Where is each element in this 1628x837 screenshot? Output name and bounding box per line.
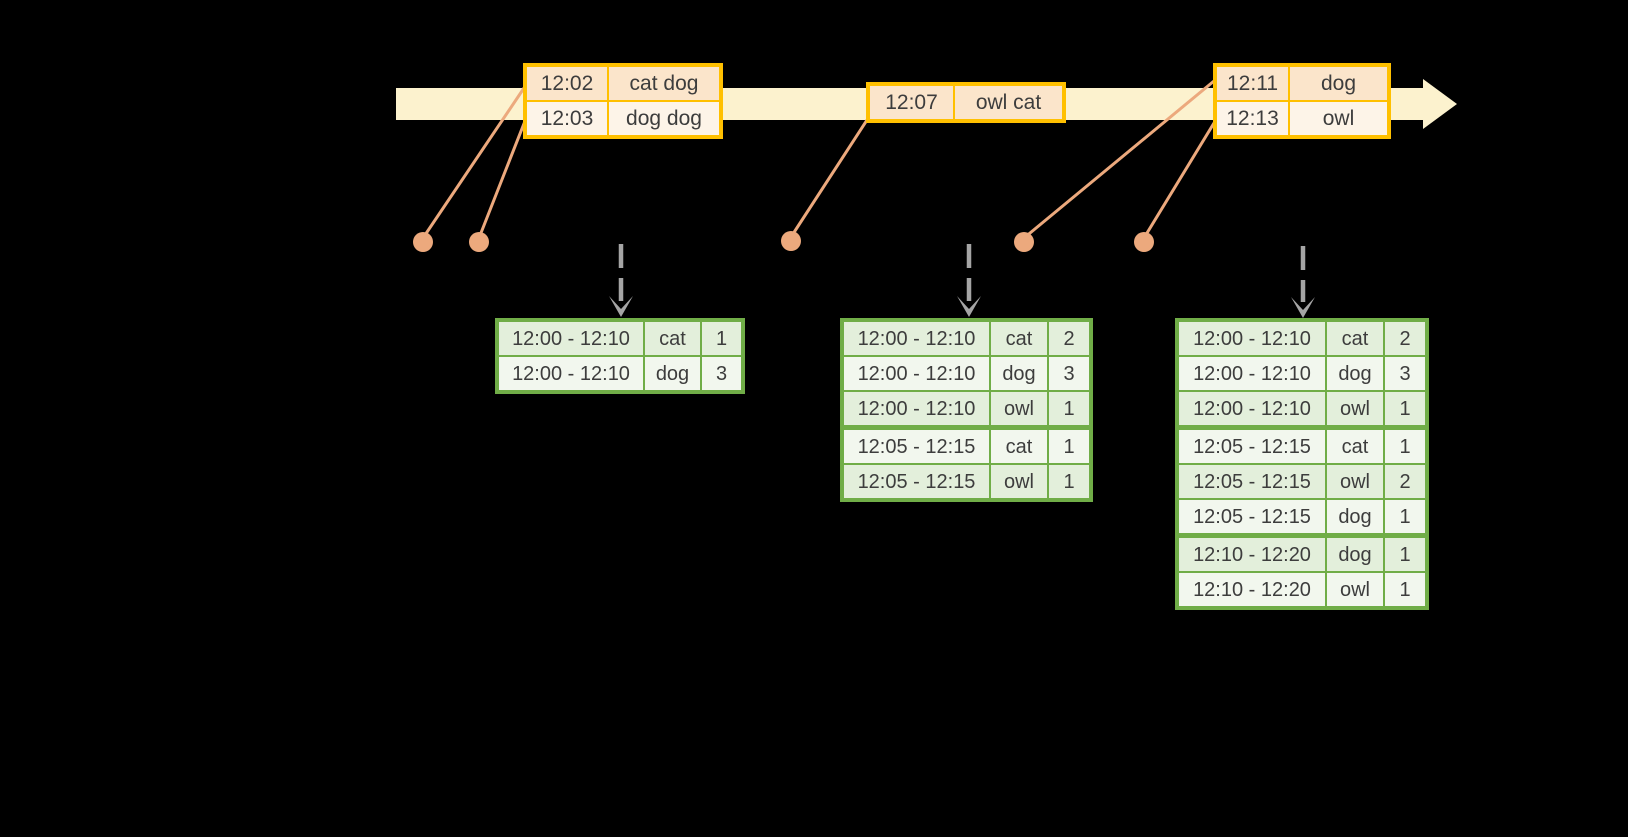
event-words-cell: dog dog xyxy=(607,102,719,135)
event-words-cell: owl xyxy=(1288,102,1387,135)
event-connector-line xyxy=(789,118,869,239)
result-count-cell: 1 xyxy=(1383,430,1425,463)
result-window-cell: 12:00 - 12:10 xyxy=(844,357,989,390)
trigger-arrowhead xyxy=(957,296,981,317)
event-time-cell: 12:02 xyxy=(527,67,607,100)
event-words-cell: cat dog xyxy=(607,67,719,100)
input-record-dot xyxy=(469,232,489,252)
result-window-cell: 12:00 - 12:10 xyxy=(499,322,643,355)
event-time-cell: 12:11 xyxy=(1217,67,1288,100)
result-window-cell: 12:05 - 12:15 xyxy=(1179,500,1325,533)
result-window-cell: 12:10 - 12:20 xyxy=(1179,573,1325,606)
event-connector-line xyxy=(477,119,527,240)
result-count-cell: 1 xyxy=(1047,430,1089,463)
timeline-arrowhead xyxy=(1423,79,1457,129)
result-count-cell: 2 xyxy=(1383,465,1425,498)
result-window-cell: 12:00 - 12:10 xyxy=(844,322,989,355)
result-count-cell: 2 xyxy=(1383,322,1425,355)
result-count-cell: 1 xyxy=(1383,538,1425,571)
event-words-cell: dog xyxy=(1288,67,1387,100)
result-count-cell: 1 xyxy=(1383,500,1425,533)
result-word-cell: dog xyxy=(643,357,700,390)
result-window-cell: 12:05 - 12:15 xyxy=(844,430,989,463)
result-count-cell: 3 xyxy=(1047,357,1089,390)
event-connector-line xyxy=(1022,79,1216,240)
result-window-cell: 12:05 - 12:15 xyxy=(844,465,989,498)
result-count-cell: 2 xyxy=(1047,322,1089,355)
event-connector-line xyxy=(1142,121,1216,240)
result-word-cell: owl xyxy=(1325,465,1383,498)
result-word-cell: cat xyxy=(989,322,1047,355)
input-record-dot xyxy=(413,232,433,252)
result-word-cell: cat xyxy=(1325,322,1383,355)
trigger-arrowhead xyxy=(609,296,633,317)
result-window-cell: 12:00 - 12:10 xyxy=(499,357,643,390)
result-count-cell: 3 xyxy=(700,357,741,390)
result-window-cell: 12:00 - 12:10 xyxy=(1179,322,1325,355)
result-word-cell: dog xyxy=(1325,357,1383,390)
result-word-cell: owl xyxy=(1325,392,1383,425)
result-window-cell: 12:10 - 12:20 xyxy=(1179,538,1325,571)
input-record-dot xyxy=(781,231,801,251)
result-word-cell: cat xyxy=(989,430,1047,463)
result-window-cell: 12:05 - 12:15 xyxy=(1179,465,1325,498)
result-count-cell: 1 xyxy=(1047,465,1089,498)
event-time-cell: 12:07 xyxy=(870,86,953,119)
result-count-cell: 1 xyxy=(700,322,741,355)
result-word-cell: cat xyxy=(643,322,700,355)
result-window-cell: 12:05 - 12:15 xyxy=(1179,430,1325,463)
result-window-cell: 12:00 - 12:10 xyxy=(1179,357,1325,390)
input-record-dot xyxy=(1014,232,1034,252)
result-count-cell: 3 xyxy=(1383,357,1425,390)
result-word-cell: owl xyxy=(989,392,1047,425)
trigger-arrowhead xyxy=(1291,297,1315,318)
result-word-cell: dog xyxy=(1325,500,1383,533)
event-time-cell: 12:03 xyxy=(527,102,607,135)
result-count-cell: 1 xyxy=(1383,573,1425,606)
result-word-cell: owl xyxy=(989,465,1047,498)
event-words-cell: owl cat xyxy=(953,86,1062,119)
result-window-cell: 12:00 - 12:10 xyxy=(1179,392,1325,425)
result-word-cell: cat xyxy=(1325,430,1383,463)
result-word-cell: dog xyxy=(1325,538,1383,571)
result-word-cell: dog xyxy=(989,357,1047,390)
result-window-cell: 12:00 - 12:10 xyxy=(844,392,989,425)
input-record-dot xyxy=(1134,232,1154,252)
result-word-cell: owl xyxy=(1325,573,1383,606)
result-count-cell: 1 xyxy=(1383,392,1425,425)
event-time-cell: 12:13 xyxy=(1217,102,1288,135)
result-count-cell: 1 xyxy=(1047,392,1089,425)
event-connector-line xyxy=(421,86,526,240)
